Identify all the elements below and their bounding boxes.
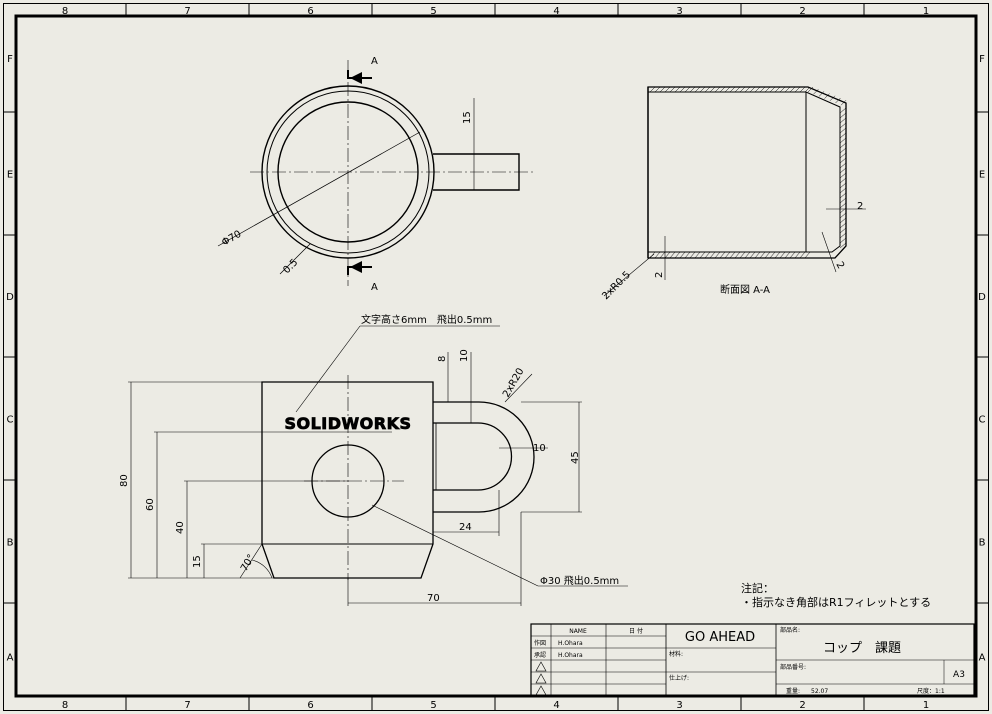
- zone-col-top-4: 4: [553, 6, 559, 17]
- dim-wall-lip-2: 2: [833, 260, 846, 271]
- dim-height-40: 40: [175, 521, 186, 534]
- dim-diameter-70: Φ70: [220, 229, 243, 249]
- section-title: 断面図 A-A: [720, 283, 770, 296]
- tb-company: GO AHEAD: [685, 630, 755, 645]
- tb-name-header: NAME: [569, 628, 587, 635]
- dim-handle-24: 24: [459, 522, 472, 533]
- tb-row1-label: 作図: [534, 639, 546, 647]
- zone-row-left-F: F: [7, 54, 13, 65]
- zone-col-top-3: 3: [676, 6, 682, 17]
- section-inner-outline: [648, 91, 841, 253]
- zone-col-bottom-8: 8: [62, 700, 68, 711]
- dim-height-15: 15: [192, 555, 203, 568]
- zone-col-bottom-1: 1: [923, 700, 929, 711]
- zone-col-top-2: 2: [799, 6, 805, 17]
- dim-handle-45: 45: [570, 451, 581, 464]
- zone-col-top-6: 6: [307, 6, 313, 17]
- tb-material-label: 材料:: [669, 650, 683, 658]
- dim-wall-0-5: 0.5: [281, 257, 300, 276]
- tb-scale: 尺度：1:1: [917, 687, 945, 695]
- tb-part-number-label: 部品番号:: [780, 663, 806, 671]
- dim-height-80: 80: [119, 474, 130, 487]
- zone-col-bottom-2: 2: [799, 700, 805, 711]
- zone-col-bottom-6: 6: [307, 700, 313, 711]
- dim-fillet-2xr0-5: 2xR0.5: [600, 269, 633, 302]
- embossed-text: SOLIDWORKS: [284, 414, 411, 433]
- zone-row-right-E: E: [979, 170, 985, 181]
- title-block: [530, 623, 975, 697]
- revision-triangles: [535, 661, 547, 696]
- cup-front-outline: [261, 381, 434, 579]
- zone-col-top-5: 5: [430, 6, 436, 17]
- zone-row-right-D: D: [978, 292, 986, 303]
- dim-handle-r20: 2xR20: [501, 366, 527, 399]
- dim-handle-10-top: 10: [459, 349, 470, 362]
- dim-width-70: 70: [427, 593, 440, 604]
- zone-row-right-A: A: [979, 653, 986, 664]
- dim-bottom-2: 2: [654, 272, 665, 278]
- section-view: [603, 86, 866, 297]
- tb-row2-label: 承認: [534, 651, 546, 659]
- zone-row-right-C: C: [979, 415, 986, 426]
- zone-col-top-1: 1: [923, 6, 929, 17]
- zone-row-right-F: F: [979, 54, 985, 65]
- zone-row-left-B: B: [7, 538, 14, 549]
- notes-heading: 注記：: [741, 581, 774, 595]
- zone-row-right-B: B: [979, 538, 986, 549]
- zone-col-bottom-5: 5: [430, 700, 436, 711]
- dim-handle-10-thick: 10: [533, 443, 546, 454]
- zone-row-left-E: E: [7, 170, 13, 181]
- tb-row1-name: H.Ohara: [558, 640, 583, 647]
- dim-height-60: 60: [145, 498, 156, 511]
- section-letter-top: A: [371, 56, 378, 67]
- zone-row-left-D: D: [6, 292, 14, 303]
- tb-row2-name: H.Ohara: [558, 652, 583, 659]
- top-view: [217, 60, 535, 286]
- front-view: [128, 325, 628, 606]
- tb-weight-value: 52.07: [811, 688, 828, 695]
- handle-front-inner: [433, 422, 513, 491]
- dim-wall-side-2: 2: [857, 201, 863, 212]
- dim-handle-8: 8: [437, 356, 448, 362]
- zone-col-bottom-7: 7: [184, 700, 190, 711]
- tb-part-name: コップ 課題: [823, 640, 901, 656]
- zone-col-bottom-3: 3: [676, 700, 682, 711]
- tb-size: A3: [953, 670, 965, 680]
- tb-finish-label: 仕上げ:: [669, 674, 689, 682]
- zone-ticks: [4, 4, 988, 710]
- section-hatching: [649, 86, 847, 259]
- tb-date-header: 日 付: [629, 627, 643, 635]
- dim-circle-30: Φ30 飛出0.5mm: [540, 574, 619, 587]
- sheet-border: [3, 3, 989, 711]
- notes-line-1: ・指示なき角部はR1フィレットとする: [741, 595, 931, 609]
- section-outer-outline: [647, 86, 847, 259]
- zone-col-top-8: 8: [62, 6, 68, 17]
- tb-part-name-label: 部品名:: [780, 626, 800, 634]
- zone-col-top-7: 7: [184, 6, 190, 17]
- zone-row-left-A: A: [7, 653, 14, 664]
- zone-row-left-C: C: [7, 415, 14, 426]
- tb-weight-label: 重量:: [786, 687, 800, 695]
- dim-handle-15: 15: [462, 111, 473, 124]
- zone-col-bottom-4: 4: [553, 700, 559, 711]
- note-text-height: 文字高さ6mm 飛出0.5mm: [361, 313, 492, 326]
- section-letter-bottom: A: [371, 282, 378, 293]
- handle-front-outer: [433, 401, 535, 513]
